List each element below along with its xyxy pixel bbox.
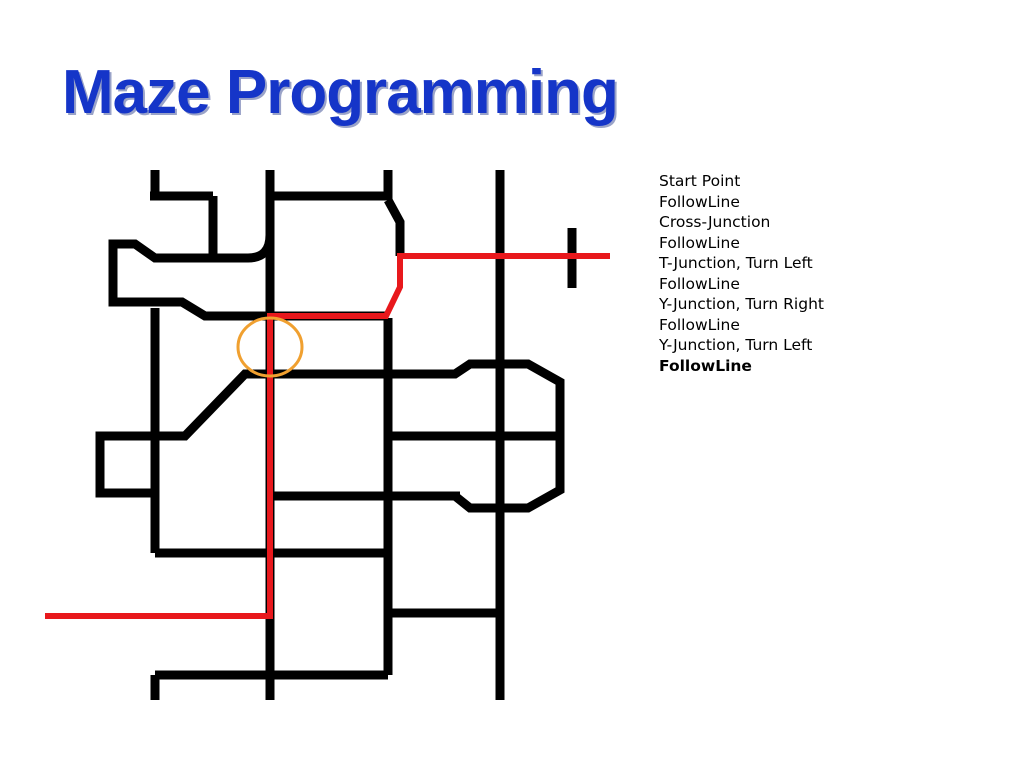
junction-highlight [236,316,304,378]
step-item: Cross-Junction [659,213,771,231]
route-segment [45,253,610,619]
step-item: FollowLine [659,356,752,375]
maze-line [270,359,565,513]
step-item: T-Junction, Turn Left [659,254,813,272]
step-item: Y-Junction, Turn Left [659,336,813,354]
slide-title: Maze Programming [62,58,619,127]
maze-line [95,369,270,498]
step-item: FollowLine [659,315,740,334]
step-item: Start Point [659,172,741,190]
maze-line [384,197,405,256]
maze-line [108,196,386,321]
step-item: FollowLine [659,274,740,293]
maze-lines [95,170,577,700]
step-item: Y-Junction, Turn Right [659,295,824,313]
step-item: FollowLine [659,233,740,252]
step-item: FollowLine [659,192,740,211]
route-path [45,253,610,619]
